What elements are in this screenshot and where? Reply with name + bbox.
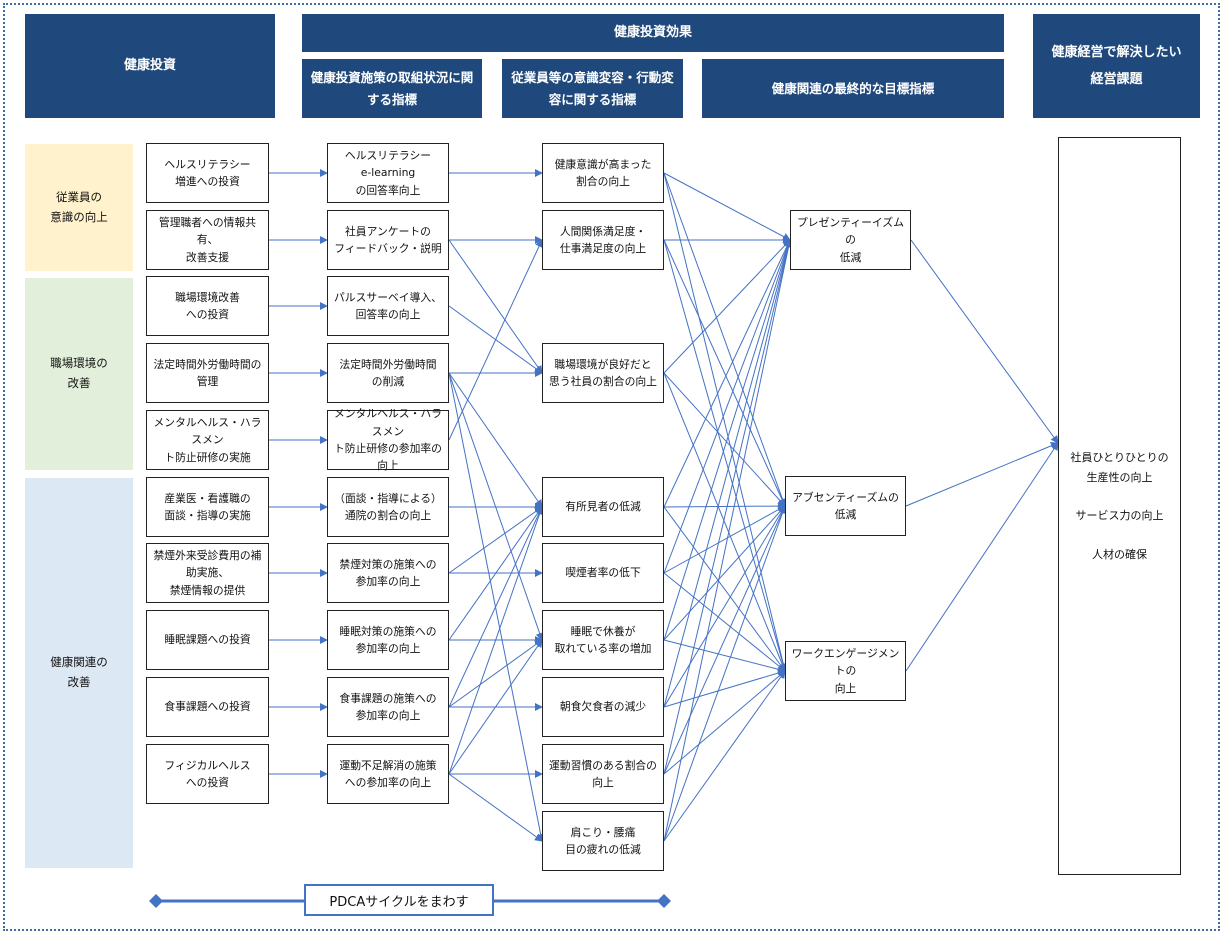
connector-arrow [663, 239, 793, 775]
investment-box: 産業医・看護職の 面談・指導の実施 [146, 477, 269, 537]
connector-arrow [663, 669, 786, 708]
connector-arrow [448, 239, 543, 374]
investment-box: 職場環境改善 への投資 [146, 276, 269, 336]
header-management-issues: 健康経営で解決したい 経営課題 [1033, 14, 1200, 118]
connector-arrow [663, 239, 792, 574]
connector-arrow [663, 239, 792, 641]
awareness-indicator-box: 肩こり・腰痛 目の疲れの低減 [542, 811, 664, 871]
awareness-indicator-box: 有所見者の低減 [542, 477, 664, 537]
final-indicator-box: アブセンティーズムの 低減 [785, 476, 906, 536]
connector-arrow [663, 505, 786, 641]
category-awareness: 従業員の 意識の向上 [25, 144, 133, 271]
connector-arrow [448, 639, 543, 775]
category-workplace: 職場環境の 改善 [25, 278, 133, 470]
awareness-indicator-box: 朝食欠食者の減少 [542, 677, 664, 737]
header-final-indicators: 健康関連の最終的な目標指標 [702, 59, 1004, 118]
investment-box: メンタルヘルス・ハラスメン ト防止研修の実施 [146, 410, 269, 470]
connector-arrow [663, 172, 787, 507]
connector-arrow [663, 239, 791, 374]
connector-arrow [663, 670, 786, 775]
connector-arrow [448, 506, 543, 574]
pdca-start-diamond-icon [149, 894, 163, 908]
policy-indicator-box: パルスサーベイ導入、 回答率の向上 [327, 276, 449, 336]
connector-arrow [663, 239, 793, 842]
pdca-end-diamond-icon [657, 894, 671, 908]
connector-arrow [663, 505, 787, 842]
awareness-indicator-box: 職場環境が良好だと 思う社員の割合の向上 [542, 343, 664, 403]
connector-arrow [448, 773, 543, 842]
final-indicator-box: プレゼンティーイズムの 低減 [790, 210, 911, 270]
header-investment: 健康投資 [25, 14, 275, 118]
final-indicator-box: ワークエンゲージメントの 向上 [785, 641, 906, 701]
connector-arrow [448, 506, 543, 708]
connector-arrow [663, 172, 791, 241]
header-awareness-indicators: 従業員等の意識変容・行動変容に関する指標 [502, 59, 683, 118]
connector-arrow [663, 372, 786, 507]
policy-indicator-box: 禁煙対策の施策への 参加率の向上 [327, 543, 449, 603]
connector-arrow [905, 441, 1059, 507]
connector-arrow [663, 239, 786, 507]
investment-box: フィジカルヘルス への投資 [146, 744, 269, 804]
header-effects: 健康投資効果 [302, 14, 1004, 52]
management-issues-box: 社員ひとりひとりの 生産性の向上 サービス力の向上 人材の確保 [1058, 137, 1181, 875]
connector-arrow [905, 442, 1059, 672]
connector-arrow [910, 239, 1059, 444]
connector-arrow [663, 670, 786, 842]
connector-arrow [448, 506, 543, 641]
policy-indicator-box: 運動不足解消の施策 への参加率の向上 [327, 744, 449, 804]
connector-arrow [663, 572, 786, 672]
policy-indicator-box: 睡眠対策の施策への 参加率の向上 [327, 610, 449, 670]
connector-arrow [663, 505, 786, 775]
connector-arrow [663, 639, 786, 674]
connector-arrow [448, 639, 543, 708]
awareness-indicator-box: 喫煙者率の低下 [542, 543, 664, 603]
policy-indicator-box: メンタルヘルス・ハラスメン ト防止研修の参加率の 向上 [327, 407, 449, 472]
investment-box: 法定時間外労働時間の 管理 [146, 343, 269, 403]
connector-arrow [663, 239, 787, 672]
pdca-cycle-label: PDCAサイクルをまわす [304, 884, 494, 916]
connector-arrow [663, 505, 786, 574]
policy-indicator-box: （面談・指導による） 通院の割合の向上 [327, 477, 449, 537]
connector-arrow [663, 506, 786, 672]
connector-arrow [663, 372, 787, 672]
connector-arrow [663, 502, 786, 511]
investment-box: 管理職者への情報共有、 改善支援 [146, 210, 269, 270]
investment-box: 禁煙外来受診費用の補 助実施、 禁煙情報の提供 [146, 543, 269, 603]
awareness-indicator-box: 健康意識が高まった 割合の向上 [542, 143, 664, 203]
connector-arrow [448, 506, 544, 775]
connector-arrow [663, 239, 793, 708]
connector-arrow [663, 505, 786, 708]
awareness-indicator-box: 運動習慣のある割合の 向上 [542, 744, 664, 804]
policy-indicator-box: 法定時間外労働時間 の削減 [327, 343, 449, 403]
connector-arrow [448, 239, 543, 441]
connector-arrow [663, 239, 791, 508]
category-health: 健康関連の 改善 [25, 478, 133, 868]
awareness-indicator-box: 人間関係満足度・ 仕事満足度の向上 [542, 210, 664, 270]
investment-box: 睡眠課題への投資 [146, 610, 269, 670]
investment-box: ヘルスリテラシー 増進への投資 [146, 143, 269, 203]
policy-indicator-box: 食事課題の施策への 参加率の向上 [327, 677, 449, 737]
investment-box: 食事課題への投資 [146, 677, 269, 737]
policy-indicator-box: ヘルスリテラシー e-learning の回答率向上 [327, 143, 449, 203]
awareness-indicator-box: 睡眠で休養が 取れている率の増加 [542, 610, 664, 670]
header-policy-indicators: 健康投資施策の取組状況に関する指標 [302, 59, 482, 118]
connector-arrow [448, 372, 543, 508]
connector-arrow [663, 172, 788, 672]
outer-frame [3, 3, 1220, 931]
policy-indicator-box: 社員アンケートの フィードバック・説明 [327, 210, 449, 270]
